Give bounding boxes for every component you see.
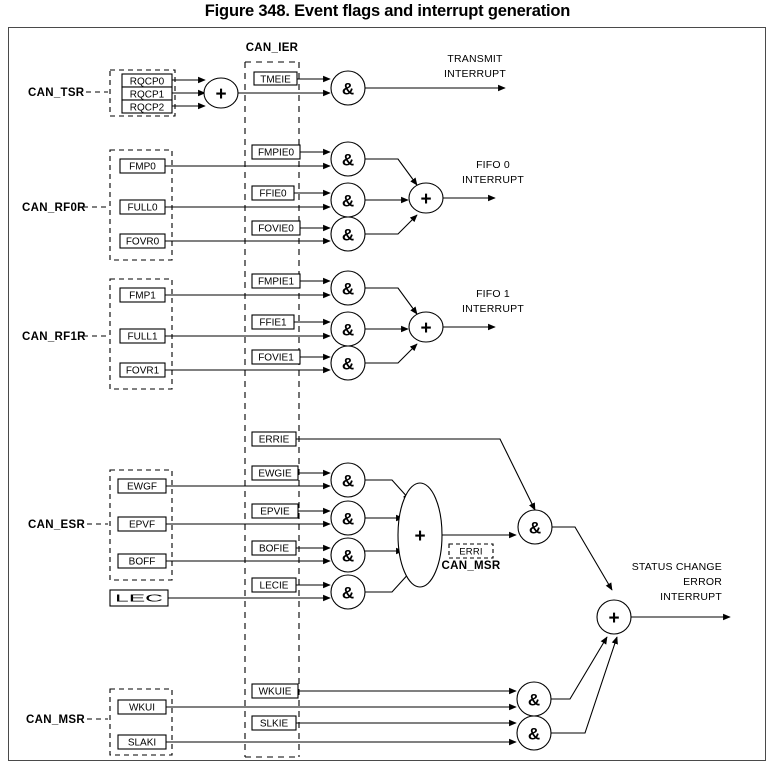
register-label-can-rf1r: CAN_RF1R xyxy=(22,331,86,343)
rf1r-flag-group-dashed xyxy=(109,278,173,390)
register-label-can-msr: CAN_MSR xyxy=(26,714,85,726)
can-ier-column-label: CAN_IER xyxy=(246,42,299,54)
flag-label-fmp0: FMP0 xyxy=(129,162,156,173)
and-gate-wkui-symbol: & xyxy=(528,691,540,710)
or-gate-fifo1-symbol: + xyxy=(420,318,431,339)
section-transmit: CAN_TSR RQCP0 RQCP1 RQCP2 TMEIE + & TRAN… xyxy=(28,53,506,117)
output-label-fifo0-line2: INTERRUPT xyxy=(462,174,524,186)
enable-label-ffie0: FFIE0 xyxy=(259,189,287,200)
figure-title: Figure 348. Event flags and interrupt ge… xyxy=(204,2,571,20)
flag-label-epvf: EPVF xyxy=(129,520,155,531)
section-fifo1: CAN_RF1R FMP1 FULL1 FOVR xyxy=(22,270,524,390)
output-label-fifo0-line1: FIFO 0 xyxy=(476,159,510,171)
and-gate-full0-symbol: & xyxy=(342,192,354,211)
and-gate-ewg-symbol: & xyxy=(342,472,354,491)
and-gate-error-final-symbol: & xyxy=(529,519,541,538)
wire-errie-to-and xyxy=(296,438,536,511)
erri-flag-dashed-box xyxy=(448,543,494,559)
figure-frame xyxy=(8,27,766,761)
enable-label-bofie: BOFIE xyxy=(259,544,289,555)
and-gate-slaki-symbol: & xyxy=(528,725,540,744)
register-label-can-esr: CAN_ESR xyxy=(28,519,85,531)
flag-label-rqcp0: RQCP0 xyxy=(130,77,165,88)
output-label-status-line1: STATUS CHANGE xyxy=(632,561,722,573)
wire-and-ewg-to-or xyxy=(365,479,411,501)
tsr-flag-group-dashed xyxy=(109,69,176,117)
wire-and-slaki-to-final-or xyxy=(551,636,618,734)
wire-and-fmp1-to-or xyxy=(365,287,418,315)
flag-label-rqcp1: RQCP1 xyxy=(130,90,165,101)
flag-label-full0: FULL0 xyxy=(127,203,157,214)
flag-label-ewgf: EWGF xyxy=(127,482,157,493)
enable-label-epvie: EPVIE xyxy=(260,507,290,518)
wire-and-lec-to-or xyxy=(365,569,413,593)
output-label-status-line2: ERROR xyxy=(683,576,722,588)
wire-and-fmp0-to-or xyxy=(365,158,418,186)
or-gate-error-symbol: + xyxy=(414,526,425,547)
enable-label-wkuie: WKUIE xyxy=(259,687,292,698)
or-gate-tsr-symbol: + xyxy=(215,84,226,105)
can-msr-column-label: CAN_MSR xyxy=(442,560,501,572)
flag-label-fovr1: FOVR1 xyxy=(126,366,160,377)
and-gate-bof xyxy=(330,537,366,573)
section-msr: CAN_MSR WKUI SLAKI WKUIE SLKIE & & xyxy=(26,636,618,756)
output-label-status-line3: INTERRUPT xyxy=(660,591,722,603)
and-gate-transmit-symbol: & xyxy=(342,80,354,99)
enable-label-lecie: LECIE xyxy=(260,581,289,592)
enable-label-fmpie0: FMPIE0 xyxy=(258,148,295,159)
flag-label-boff: BOFF xyxy=(129,557,156,568)
wire-and-fovr1-to-or xyxy=(365,343,418,364)
enable-label-tmeie: TMEIE xyxy=(260,75,291,86)
and-gate-fovr0-symbol: & xyxy=(342,226,354,245)
and-gate-bof-symbol: & xyxy=(342,547,354,566)
enable-label-fmpie1: FMPIE1 xyxy=(258,277,295,288)
flag-label-full1: FULL1 xyxy=(127,332,157,343)
flag-label-rqcp2: RQCP2 xyxy=(130,103,165,114)
esr-flag-group-dashed xyxy=(109,469,173,581)
and-gate-fovr1-symbol: & xyxy=(342,355,354,374)
wire-and-error-to-final-or xyxy=(552,526,613,591)
wire-and-wkui-to-final-or xyxy=(551,636,608,700)
output-label-fifo1-line1: FIFO 1 xyxy=(476,288,510,300)
or-gate-status-change-symbol: + xyxy=(608,608,619,629)
enable-label-errie: ERRIE xyxy=(259,435,290,446)
enable-label-fovie1: FOVIE1 xyxy=(258,353,294,364)
flag-label-fovr0: FOVR0 xyxy=(126,237,160,248)
flag-label-wkui: WKUI xyxy=(129,703,155,714)
enable-label-slkie: SLKIE xyxy=(260,719,289,730)
msr-flag-group-dashed xyxy=(109,688,173,756)
enable-label-fovie0: FOVIE0 xyxy=(258,224,294,235)
or-gate-fifo0-symbol: + xyxy=(420,189,431,210)
and-gate-fmp0-symbol: & xyxy=(342,151,354,170)
and-gate-fmp1-symbol: & xyxy=(342,280,354,299)
register-label-can-tsr: CAN_TSR xyxy=(28,87,85,99)
and-gate-full1-symbol: & xyxy=(342,321,354,340)
section-fifo0: CAN_RF0R FMP0 FULL0 FOVR xyxy=(22,141,524,261)
flag-label-slaki: SLAKI xyxy=(128,738,156,749)
flag-label-lec: LEC xyxy=(115,594,163,605)
and-gate-epv-symbol: & xyxy=(342,510,354,529)
rf0r-flag-group-dashed xyxy=(109,149,173,261)
output-label-fifo1-line2: INTERRUPT xyxy=(462,303,524,315)
register-label-can-rf0r: CAN_RF0R xyxy=(22,202,86,214)
erri-flag-label: ERRI xyxy=(459,547,483,558)
and-gate-lec-symbol: & xyxy=(342,584,354,603)
output-label-transmit-line1: TRANSMIT xyxy=(447,53,503,65)
wire-and-fovr0-to-or xyxy=(365,214,418,235)
output-label-transmit-line2: INTERRUPT xyxy=(444,68,506,80)
enable-label-ewgie: EWGIE xyxy=(258,469,292,480)
enable-label-ffie1: FFIE1 xyxy=(259,318,287,329)
flag-label-fmp1: FMP1 xyxy=(129,291,156,302)
section-error: CAN_ESR xyxy=(28,431,731,635)
